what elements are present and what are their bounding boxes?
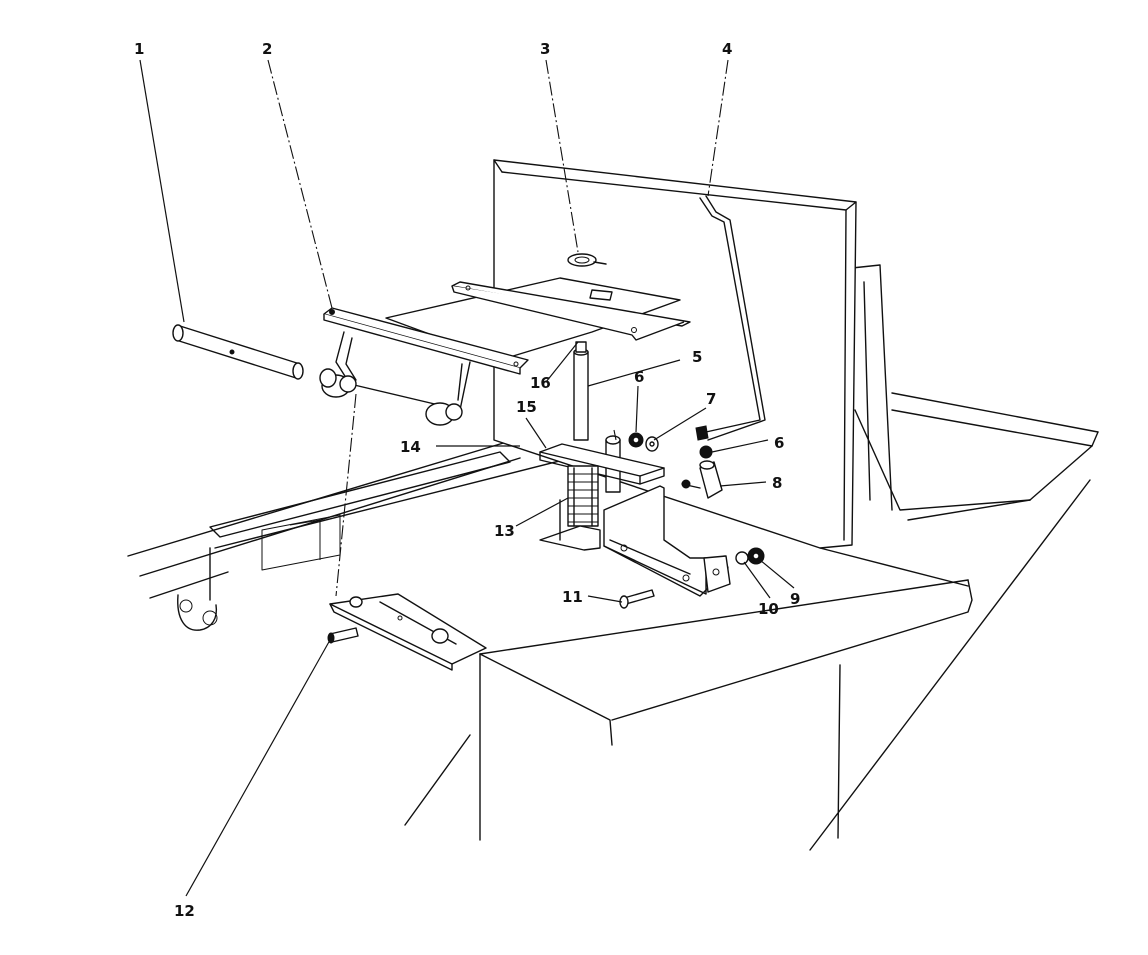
callout-4: 4	[722, 40, 732, 58]
hinge-plate	[329, 593, 487, 671]
callout-14: 14	[400, 438, 421, 456]
callout-16: 16	[530, 374, 551, 392]
callout-3: 3	[540, 40, 550, 58]
callout-6b: 6	[774, 434, 784, 452]
part-1-shaft	[172, 324, 337, 388]
hardware-parts	[327, 432, 765, 644]
callout-15: 15	[516, 398, 537, 416]
callout-11: 11	[562, 588, 583, 606]
callout-8: 8	[772, 474, 782, 492]
callout-13: 13	[494, 522, 515, 540]
bracket-assembly	[539, 443, 731, 597]
part-2-lever-bar	[321, 307, 529, 426]
callout-labels: 1 2 3 4 5 6 6 7 8 9 10 11 12 13 14 15 16	[134, 40, 800, 920]
callout-1: 1	[134, 40, 144, 58]
top-mounting-plate	[385, 277, 691, 361]
back-panel	[493, 159, 857, 549]
callout-9: 9	[790, 590, 800, 608]
cabinet-frame	[127, 264, 1099, 851]
callout-10: 10	[758, 600, 779, 618]
callout-5: 5	[692, 348, 702, 366]
callout-7: 7	[706, 390, 716, 408]
part-4-wire-rod	[695, 195, 766, 441]
part-13-spring	[567, 465, 599, 527]
callout-12: 12	[174, 902, 195, 920]
part-3-clip	[567, 253, 607, 267]
callout-6a: 6	[634, 368, 644, 386]
leader-lines	[139, 59, 795, 897]
callout-2: 2	[262, 40, 272, 58]
